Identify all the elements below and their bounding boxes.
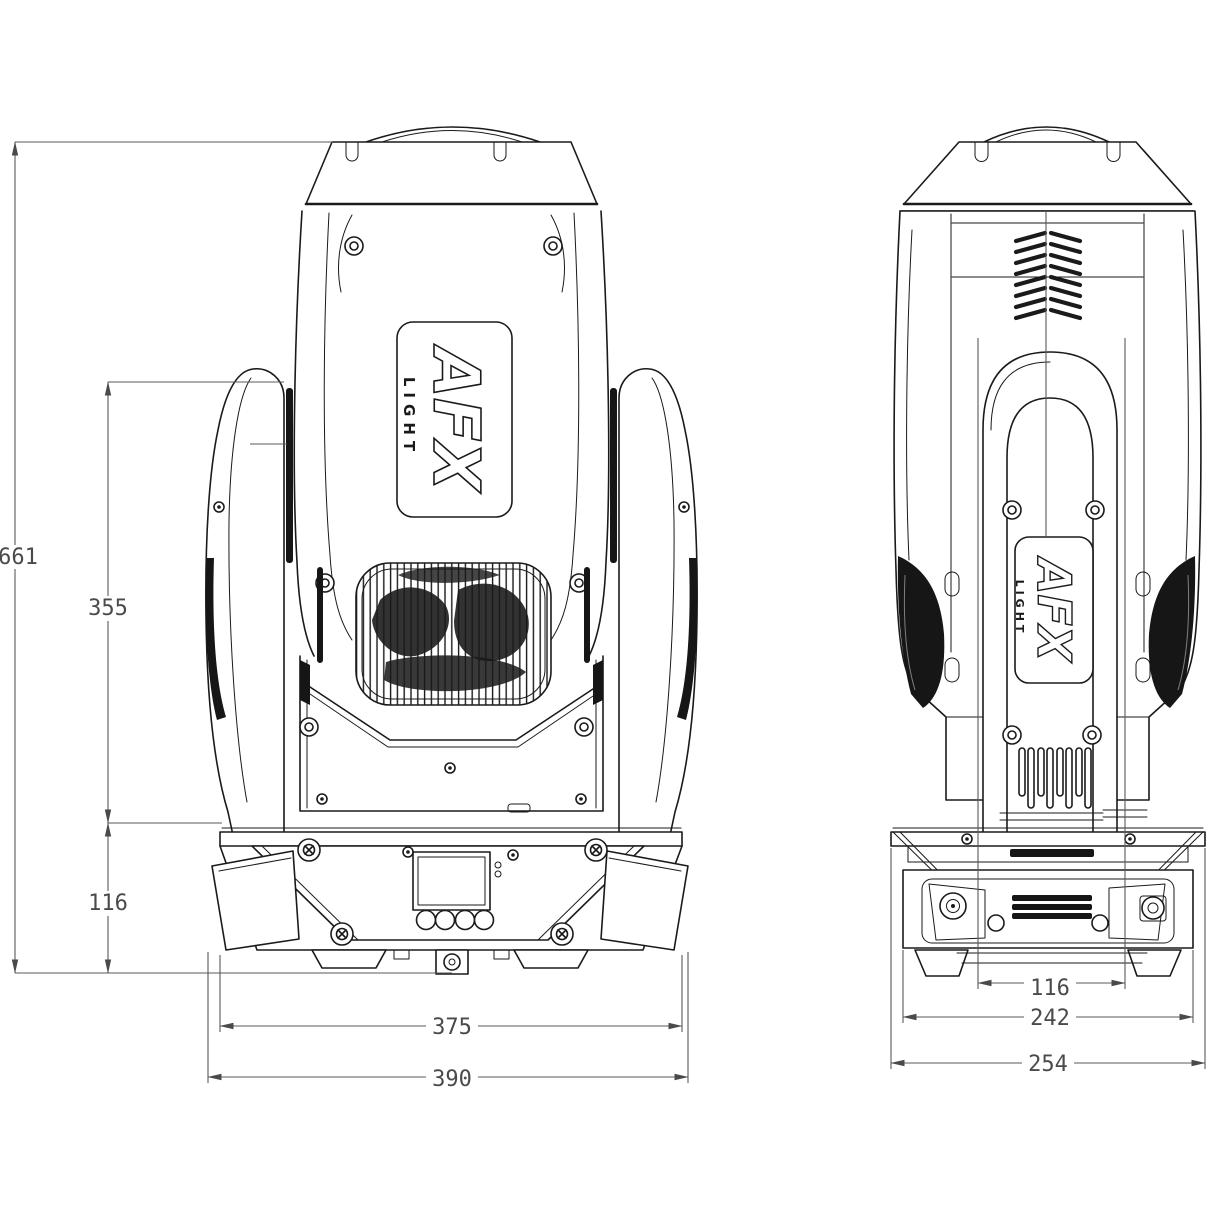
dim-overall-height: 661 [0, 141, 452, 974]
dim-label-overall-depth: 254 [1028, 1052, 1068, 1077]
front-head: AFX LIGHT [286, 126, 617, 813]
brand-subtext: LIGHT [400, 377, 418, 457]
head-body-right-edge [588, 210, 610, 657]
base-handle-left [211, 850, 300, 951]
base-top-plate [219, 831, 683, 847]
dim-label-body-width: 375 [432, 1015, 472, 1040]
base-foot-right [513, 949, 589, 969]
display-screen [412, 851, 491, 911]
dim-base-height: 116 [85, 822, 131, 974]
base-foot-left [311, 949, 387, 969]
side-brand-logo: AFX LIGHT [1013, 555, 1082, 664]
dmx-connector [1141, 896, 1165, 920]
dim-label-overall-height: 661 [0, 545, 38, 570]
side-base-top-plate [890, 831, 1206, 847]
dimension-annotations: 661 355 116 375 390 [0, 141, 1206, 1092]
brand-text: AFX [1027, 556, 1081, 664]
rear-vent-slots [1012, 895, 1092, 919]
dim-foot-spacing: 116 [977, 338, 1126, 1001]
cap-screw [543, 236, 563, 256]
dim-label-base-depth: 242 [1030, 1006, 1070, 1031]
front-brand-logo: AFX LIGHT [400, 342, 493, 494]
menu-buttons [415, 909, 495, 931]
head-body-left-edge [293, 210, 315, 657]
menu-button [454, 909, 476, 931]
side-top-cap [903, 141, 1192, 205]
body-crease-shade [610, 388, 617, 563]
dim-label-foot-spacing: 116 [1030, 976, 1070, 1001]
side-logo-plate [1014, 536, 1094, 684]
base-vent-slot [1010, 849, 1094, 857]
side-dome [983, 126, 1110, 143]
side-base [890, 827, 1206, 977]
side-vent-slats [1018, 747, 1092, 809]
dim-label-overall-width: 390 [432, 1067, 472, 1092]
brand-subtext: LIGHT [1013, 580, 1026, 637]
cap-screw [344, 236, 364, 256]
cap-notch-left [345, 141, 359, 162]
dim-overall-depth: 254 [890, 848, 1206, 1077]
side-foot [1127, 949, 1182, 977]
lower-chamfer [309, 686, 597, 741]
brand-text: AFX [418, 343, 492, 493]
dim-base-depth: 242 [902, 950, 1194, 1031]
menu-button [473, 909, 495, 931]
dim-upper-section-height: 355 [85, 381, 287, 824]
corner-brace [892, 831, 1204, 889]
dim-label-upper-section-height: 355 [88, 596, 128, 621]
head-top-cap [305, 141, 598, 205]
base-screw [584, 838, 608, 862]
head-inner-curve-right [550, 212, 580, 641]
side-yoke-arm: AFX LIGHT [982, 211, 1148, 839]
side-view: AFX LIGHT [890, 126, 1206, 977]
connector-hole [1091, 914, 1109, 932]
dim-body-width: 375 [219, 955, 683, 1040]
yoke-arm-right [619, 369, 698, 840]
body-crease-shade [286, 388, 293, 563]
head-inner-curve-left [323, 212, 353, 641]
front-logo-plate [396, 321, 513, 518]
dim-label-base-height: 116 [88, 891, 128, 916]
dim-overall-width: 390 [207, 952, 689, 1092]
head-dome [365, 126, 541, 143]
base-screw [330, 922, 354, 946]
front-view: AFX LIGHT [205, 126, 698, 975]
base-handle-right [600, 850, 689, 951]
front-lens-grille [355, 562, 552, 706]
base-center-mount [435, 949, 469, 975]
base-screw [550, 922, 574, 946]
front-base [211, 827, 689, 975]
base-screw [297, 838, 321, 862]
menu-button [415, 909, 437, 931]
side-foot [914, 949, 969, 977]
menu-button [434, 909, 456, 931]
cap-notch-right [493, 141, 507, 162]
connector-hole [987, 914, 1005, 932]
yoke-arm-left [205, 369, 284, 840]
